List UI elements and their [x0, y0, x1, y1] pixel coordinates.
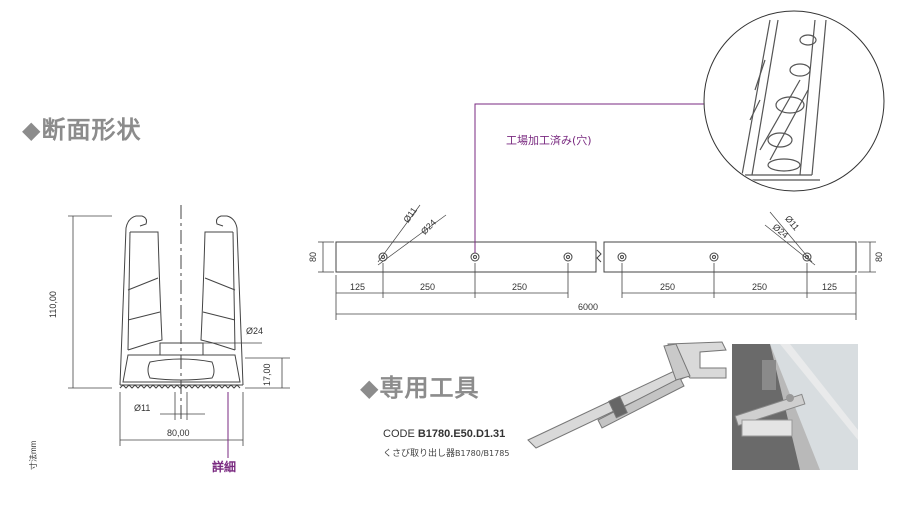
plan-height-right: 80 [874, 251, 884, 262]
dim-right-2: 250 [752, 282, 768, 292]
plan-height-dims [318, 241, 876, 273]
height-dim-label: 110,00 [48, 291, 58, 318]
plan-height-left: 80 [308, 251, 318, 262]
width-dim-label: 80,00 [167, 428, 190, 438]
tool-heading: ◆専用工具 [360, 374, 480, 402]
factory-callout-line [474, 103, 790, 253]
installation-photo [732, 344, 858, 470]
d24-label: Ø24 [246, 326, 264, 336]
bottom-dim-label: 17,00 [262, 363, 272, 386]
detail-circle [703, 10, 885, 192]
break-mark [596, 249, 602, 263]
plan-holes [378, 252, 812, 262]
plan-spacing-dims [335, 263, 857, 320]
dim-left-3: 250 [512, 282, 528, 292]
dim-right-1: 250 [660, 282, 676, 292]
tool-illustration [527, 341, 727, 449]
tool-models: B1780/B1785 [455, 449, 510, 458]
dim-left-2: 250 [420, 282, 436, 292]
dim-total: 6000 [578, 302, 599, 312]
dim-right-3: 125 [822, 282, 838, 292]
unit-label: 寸法mm [29, 440, 38, 470]
plan-bar-left [335, 241, 597, 273]
tool-description: くさび取り出し器B1780/B1785 [383, 446, 509, 459]
bottom-dimension [245, 357, 290, 389]
plan-bar-right [603, 241, 857, 273]
tool-code: CODE B1780.E50.D1.31 [383, 428, 505, 440]
tool-desc: くさび取り出し器 [383, 449, 456, 459]
factory-note: 工場加工済み(穴) [506, 134, 592, 147]
profile-cross-section [119, 215, 244, 389]
d11-dimension [160, 392, 205, 420]
width-dimension [119, 392, 244, 446]
height-dimension [68, 215, 112, 389]
d11-label: Ø11 [134, 403, 151, 413]
code-prefix: CODE [383, 428, 418, 440]
code-value: B1780.E50.D1.31 [417, 428, 506, 440]
dim-left-1: 125 [350, 282, 366, 292]
hole-leaders [377, 204, 816, 266]
detail-label: 詳細 [212, 460, 237, 474]
section-heading: ◆断面形状 [22, 116, 142, 144]
